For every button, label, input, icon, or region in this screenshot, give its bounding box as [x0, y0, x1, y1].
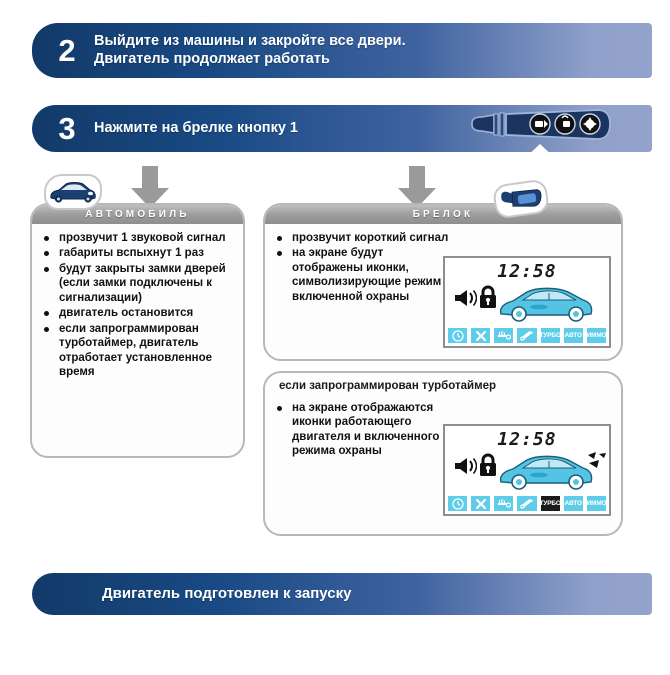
- step-2-text-line1: Выйдите из машины и закройте все двери.: [94, 32, 406, 49]
- car-icon: [50, 182, 96, 203]
- strip-cell-fan: [470, 495, 492, 512]
- fan-icon: [475, 330, 486, 341]
- step-3-text: Нажмите на брелке кнопку 1: [94, 119, 298, 136]
- car-icon: [499, 287, 593, 322]
- strip-cell-immo: ИММО: [585, 327, 607, 344]
- key-fob-illustration: [464, 106, 624, 159]
- fob-badge: [491, 178, 551, 220]
- car-icon: [499, 455, 593, 490]
- fob-lcd-armed: 12:58: [443, 256, 611, 348]
- strip-cell-immo: ИММО: [585, 495, 607, 512]
- lcd-status-strip-armed: ТУРБО АВТО ИММО: [447, 327, 607, 344]
- step-2-text-line2: Двигатель продолжает работать: [94, 50, 330, 67]
- strip-cell-temperature: [493, 327, 515, 344]
- step-2-text: Выйдите из машины и закройте все двери. …: [94, 33, 406, 68]
- step-3-banner: 3 Нажмите на брелке кнопку 1: [32, 105, 652, 159]
- strip-cell-clock: [447, 495, 469, 512]
- strip-cell-fan: [470, 327, 492, 344]
- closed-lock-icon: [480, 453, 496, 476]
- wrench-icon: [520, 331, 533, 341]
- car-results-list: прозвучит 1 звуковой сигнал габариты всп…: [32, 224, 243, 380]
- fan-icon: [475, 498, 486, 509]
- list-item: на экране будут отображены иконки, симво…: [275, 246, 450, 304]
- turbo-panel-subheader: если запрограммирован турботаймер: [279, 380, 497, 392]
- step-2-banner: 2 Выйдите из машины и закройте все двери…: [32, 23, 652, 78]
- strip-cell-turbo: ТУРБО: [539, 327, 561, 344]
- strip-cell-temperature: [493, 495, 515, 512]
- speaker-icon: [455, 290, 477, 306]
- exhaust-icon: [588, 452, 606, 468]
- final-status-banner: Двигатель подготовлен к запуску: [32, 573, 652, 615]
- strip-cell-clock: [447, 327, 469, 344]
- list-item: габариты вспыхнут 1 раз: [42, 246, 235, 260]
- lcd-time-armed: 12:58: [497, 261, 557, 282]
- temperature-icon: [497, 330, 511, 340]
- list-item: будут закрыты замки дверей (если замки п…: [42, 262, 235, 305]
- lcd-time-turbo: 12:58: [497, 429, 557, 450]
- fob-panel-header: БРЕЛОК: [265, 205, 621, 224]
- list-item: двигатель остановится: [42, 306, 235, 320]
- temperature-icon: [497, 498, 511, 508]
- turbo-results-list: на экране отображаются иконки работающег…: [265, 394, 458, 459]
- down-arrow-icon-car: [131, 166, 169, 208]
- step-2-number: 2: [58, 33, 76, 68]
- step-3-number: 3: [58, 111, 76, 146]
- final-status-text: Двигатель подготовлен к запуску: [102, 584, 352, 602]
- clock-icon: [451, 497, 464, 510]
- list-item: если запрограммирован турботаймер, двига…: [42, 322, 235, 380]
- strip-cell-wrench: [516, 327, 538, 344]
- strip-cell-wrench: [516, 495, 538, 512]
- car-badge: [44, 174, 102, 210]
- fob-results-list: прозвучит короткий сигнал на экране буду…: [265, 224, 458, 304]
- closed-lock-icon: [480, 285, 496, 308]
- down-arrow-icon-fob: [398, 166, 436, 208]
- list-item: на экране отображаются иконки работающег…: [275, 401, 450, 459]
- strip-cell-turbo: ТУРБО: [539, 495, 561, 512]
- clock-icon: [451, 329, 464, 342]
- fob-button-1-pointer-arrow: [524, 144, 556, 159]
- lcd-status-strip-turbo: ТУРБО АВТО ИММО: [447, 495, 607, 512]
- key-fob-icon: [471, 109, 611, 140]
- list-item: прозвучит короткий сигнал: [275, 231, 450, 245]
- strip-cell-auto: АВТО: [562, 495, 584, 512]
- key-fob-icon-badge: [501, 189, 542, 207]
- list-item: прозвучит 1 звуковой сигнал: [42, 231, 235, 245]
- strip-cell-auto: АВТО: [562, 327, 584, 344]
- speaker-icon: [455, 458, 477, 474]
- car-results-panel: АВТОМОБИЛЬ прозвучит 1 звуковой сигнал г…: [30, 203, 245, 458]
- wrench-icon: [520, 499, 533, 509]
- fob-lcd-turbo: 12:58: [443, 424, 611, 516]
